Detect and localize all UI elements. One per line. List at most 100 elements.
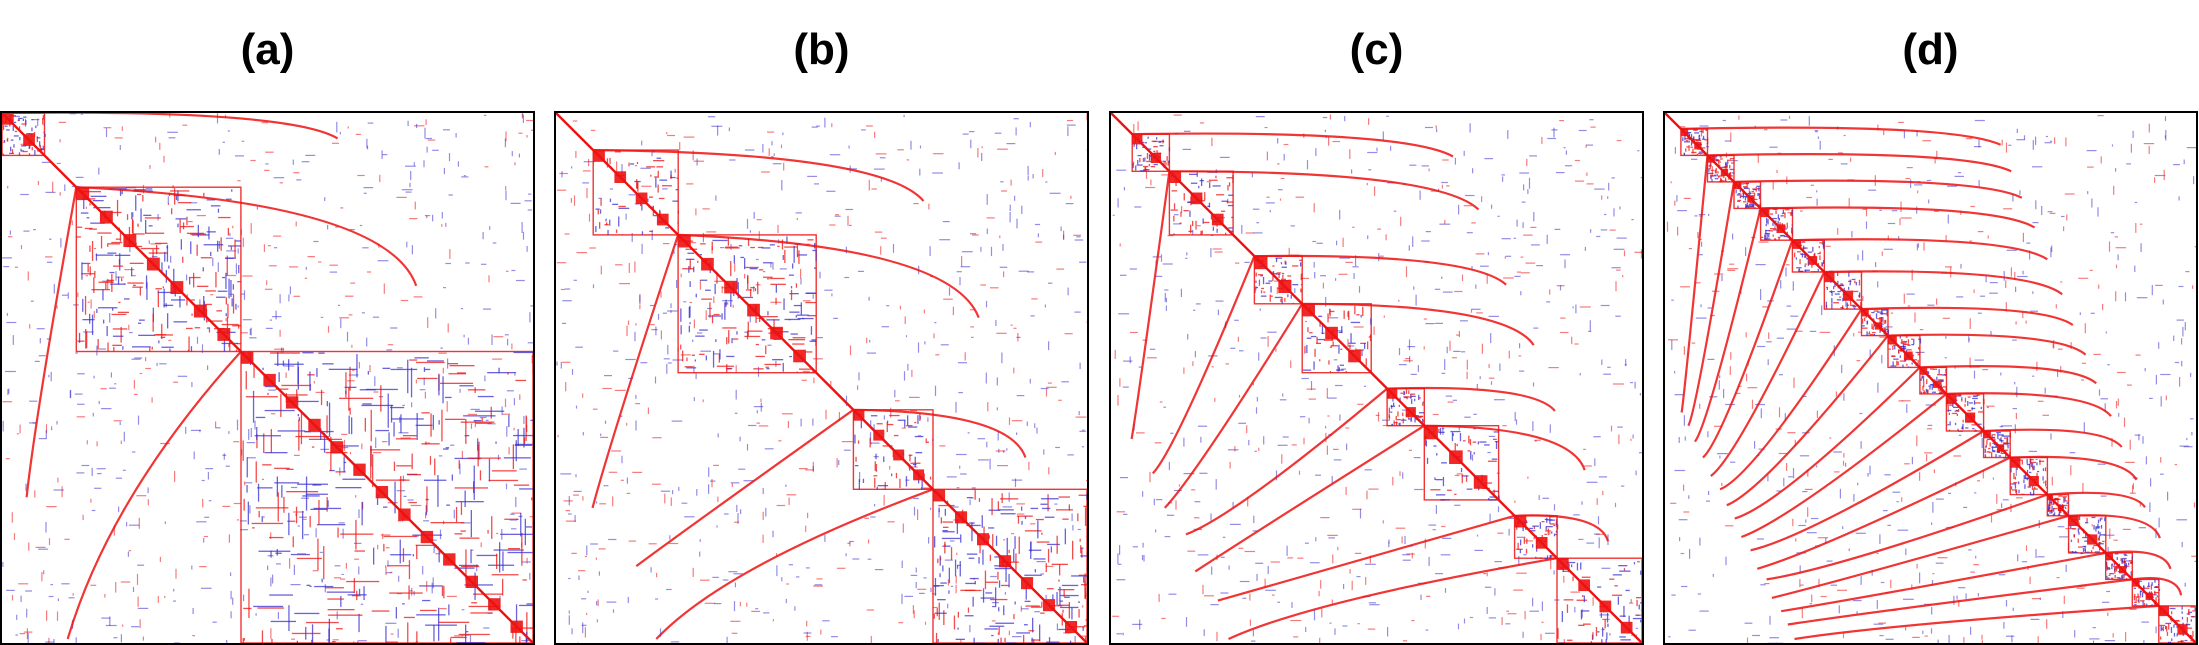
offblock-entry	[695, 208, 697, 216]
offblock-entry	[991, 620, 996, 622]
block-outline	[677, 234, 817, 374]
block-entry	[230, 280, 232, 297]
offblock-entry	[345, 295, 354, 297]
offblock-entry	[1364, 563, 1376, 565]
offblock-entry	[307, 256, 315, 258]
offblock-entry	[1755, 403, 1765, 406]
block-entry	[1580, 609, 1583, 620]
offblock-entry	[667, 134, 675, 137]
offblock-entry	[1917, 243, 1919, 248]
offblock-entry	[2151, 285, 2153, 296]
offblock-entry	[912, 605, 914, 614]
block-entry	[89, 203, 91, 206]
offblock-entry	[1857, 254, 1859, 261]
offblock-entry	[1423, 346, 1425, 350]
block-entry	[227, 227, 229, 236]
block-entry	[238, 264, 240, 274]
offblock-entry	[987, 402, 989, 412]
offblock-entry	[1721, 482, 1723, 487]
block-entry	[1461, 475, 1469, 477]
offblock-entry	[2183, 159, 2185, 165]
block-entry	[1255, 286, 1258, 289]
offblock-entry	[402, 404, 405, 406]
offblock-entry	[578, 575, 580, 581]
offblock-entry	[612, 496, 614, 507]
block-entry	[370, 409, 372, 442]
offblock-entry	[2091, 524, 2093, 527]
block-entry	[905, 476, 908, 487]
offblock-entry	[1345, 486, 1347, 495]
block-entry	[1690, 134, 1693, 140]
offblock-entry	[75, 352, 78, 354]
offblock-entry	[1838, 152, 1843, 154]
block-entry	[412, 554, 414, 557]
block-entry	[1337, 365, 1339, 372]
offblock-entry	[1315, 537, 1317, 542]
offblock-entry	[2015, 321, 2017, 325]
offblock-entry	[583, 161, 595, 163]
offblock-entry	[189, 202, 198, 204]
block-entry	[1280, 298, 1282, 303]
offblock-entry	[289, 266, 298, 268]
block-entry	[1767, 219, 1769, 225]
offblock-entry	[800, 278, 802, 285]
offblock-entry	[1145, 168, 1148, 179]
offblock-entry	[587, 590, 589, 593]
block-entry	[1821, 262, 1823, 267]
offblock-entry	[1526, 158, 1528, 167]
offblock-entry	[1926, 454, 1928, 462]
offblock-entry	[997, 632, 999, 635]
block-entry	[1717, 175, 1724, 177]
offblock-entry	[1948, 492, 1951, 494]
offblock-entry	[1956, 296, 1964, 298]
offblock-entry	[2059, 536, 2068, 538]
block-entry	[1284, 260, 1286, 265]
offblock-entry	[2184, 322, 2186, 331]
block-entry	[1064, 596, 1070, 598]
offblock-entry	[41, 161, 52, 163]
block-entry	[1347, 311, 1349, 317]
offblock-entry	[1497, 532, 1504, 534]
offblock-entry	[1246, 425, 1248, 434]
offblock-entry	[1926, 179, 1932, 182]
block-entry	[329, 469, 335, 472]
block-entry	[208, 226, 210, 240]
block-entry	[285, 400, 319, 403]
offblock-entry	[787, 421, 789, 429]
block-entry	[459, 385, 474, 387]
offblock-entry	[1164, 289, 1169, 291]
block-entry	[1635, 597, 1641, 599]
block-entry	[276, 549, 278, 556]
offblock-entry	[1441, 428, 1445, 430]
block-entry	[1748, 203, 1752, 206]
block-entry	[145, 188, 153, 190]
block-entry	[243, 607, 252, 610]
offblock-entry	[303, 534, 309, 536]
offblock-entry	[1055, 446, 1060, 449]
block-entry	[700, 243, 706, 245]
offblock-entry	[1507, 130, 1509, 139]
offblock-entry	[510, 202, 521, 204]
block-entry	[217, 290, 228, 292]
offblock-entry	[964, 352, 966, 361]
block-entry	[1690, 146, 1693, 148]
offblock-entry	[1843, 134, 1846, 137]
offblock-entry	[986, 441, 988, 448]
offblock-entry	[2060, 281, 2063, 283]
offblock-entry	[1547, 137, 1556, 140]
offblock-entry	[1589, 320, 1591, 331]
offblock-entry	[289, 558, 291, 569]
offblock-entry	[845, 395, 848, 407]
block-entry	[891, 473, 893, 477]
block-entry	[1472, 441, 1477, 443]
block-entry	[323, 432, 326, 453]
offblock-entry	[336, 121, 338, 133]
offblock-entry	[1145, 186, 1156, 189]
block-entry	[1274, 296, 1282, 299]
block-entry	[1052, 594, 1054, 600]
offblock-entry	[1747, 387, 1758, 389]
offblock-entry	[1695, 317, 1707, 319]
offblock-entry	[680, 354, 691, 356]
offblock-entry	[1016, 513, 1025, 515]
offblock-entry	[1809, 603, 1813, 605]
